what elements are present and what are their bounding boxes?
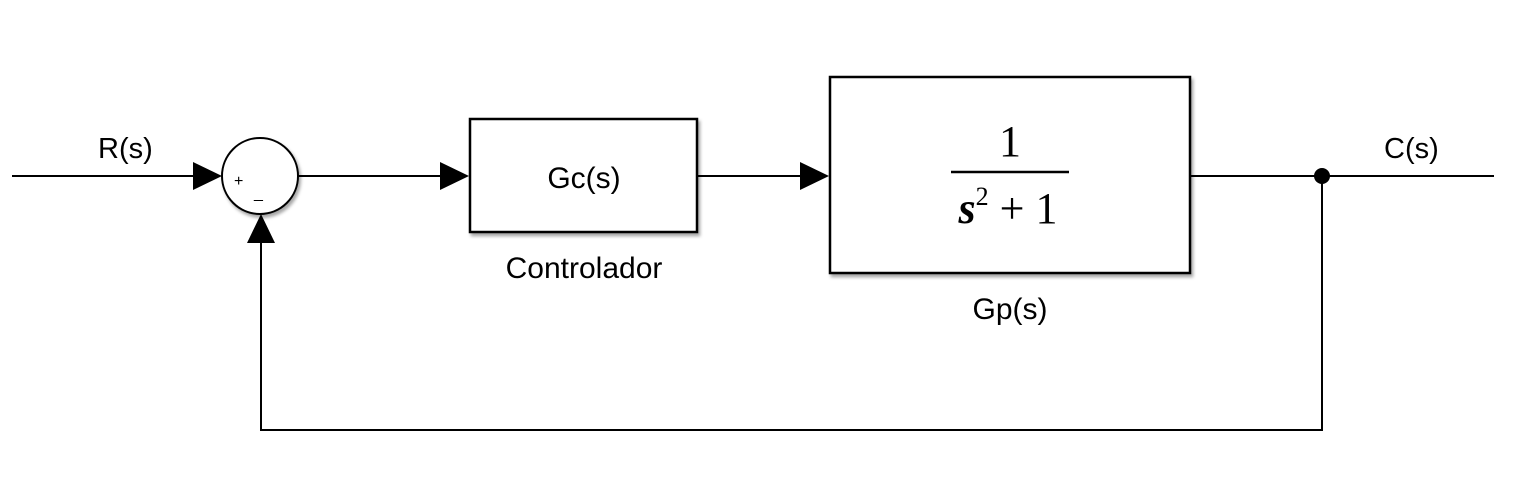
plant-denominator: s2 + 1: [958, 182, 1058, 233]
plant-input-arrow: [800, 162, 829, 190]
denominator-exponent: 2: [976, 182, 989, 211]
controller-input-arrow: [440, 162, 469, 190]
controller-block[interactable]: [468, 117, 699, 234]
controller-label: Gc(s): [547, 162, 620, 195]
input-signal-label: R(s): [98, 133, 153, 165]
plant-block[interactable]: [828, 75, 1192, 275]
plant-numerator: 1: [999, 117, 1021, 166]
plus-sign: +: [234, 173, 243, 190]
denominator-variable: s: [958, 184, 976, 233]
input-arrow: [193, 162, 222, 190]
denominator-rest: + 1: [989, 184, 1058, 233]
output-signal-label: C(s): [1384, 133, 1439, 165]
minus-sign: _: [253, 185, 264, 202]
controller-caption: Controlador: [506, 252, 663, 285]
feedback-arrow: [247, 214, 275, 243]
feedback-wire: [260, 176, 1323, 431]
plant-caption: Gp(s): [973, 293, 1048, 326]
